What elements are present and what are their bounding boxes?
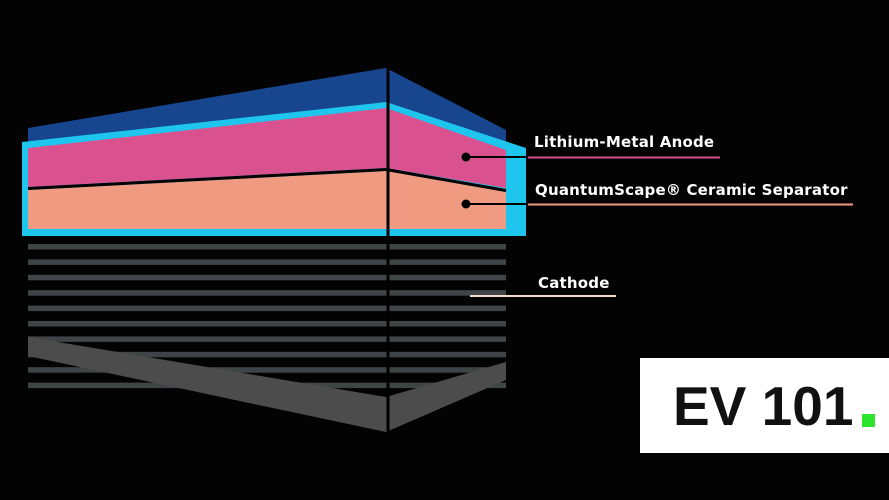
cathode-stripe: [28, 244, 506, 250]
separator-label: QuantumScape® Ceramic Separator: [535, 181, 848, 199]
cathode-stripe: [28, 259, 506, 265]
cathode-stripe: [28, 321, 506, 327]
anode-separator-boundary: [27, 168, 387, 190]
cathode-stripe: [28, 274, 506, 281]
cathode-stripe: [28, 290, 506, 296]
anode-separator-boundary-side: [385, 168, 507, 192]
cathode-label: Cathode: [538, 274, 610, 292]
cathode-stripe: [28, 305, 506, 312]
badge-green-dot: [862, 414, 875, 427]
cathode-stripe: [28, 351, 506, 358]
anode-label: Lithium-Metal Anode: [534, 133, 715, 151]
cathode-stripe: [28, 367, 506, 373]
badge-text: EV 101: [673, 375, 854, 437]
ev101-badge: EV 101: [640, 358, 889, 453]
cathode-stripe: [28, 336, 506, 342]
